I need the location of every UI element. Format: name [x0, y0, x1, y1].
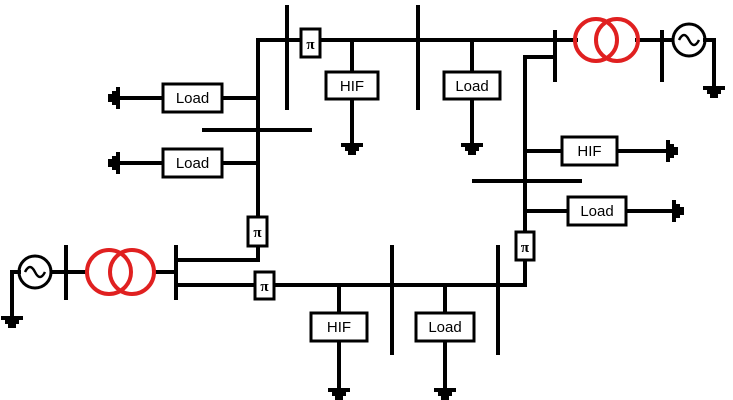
load-box: [161, 147, 224, 179]
ground-icon: [341, 143, 363, 155]
generator-top-right: [660, 22, 725, 98]
load-bottom: Load: [414, 283, 476, 400]
load-label: Load: [176, 90, 209, 107]
pi-box: [253, 270, 276, 301]
transformer-icon: [594, 17, 640, 63]
pi-box: [246, 215, 269, 248]
load-top: Load: [442, 38, 502, 155]
generator-ground-lead: [10, 270, 21, 320]
load-box: [566, 195, 628, 227]
load-right: Load: [523, 195, 684, 227]
hif-label: HIF: [340, 78, 364, 95]
sine-wave-icon: [23, 265, 47, 279]
transformer-bottom-left: [64, 248, 178, 296]
pi-box: [299, 27, 322, 59]
ground-icon: [108, 152, 120, 174]
generator-bottom-left: [1, 254, 68, 328]
pi-box: [514, 230, 536, 262]
load-label: Load: [580, 203, 613, 220]
pi-label: π: [521, 240, 530, 256]
pi-label: π: [306, 37, 315, 53]
hif-label: HIF: [577, 143, 601, 160]
pi-label: π: [253, 225, 262, 241]
transformer-icon: [85, 248, 133, 296]
hif-bottom: HIF: [309, 283, 369, 400]
load-box: [414, 311, 476, 343]
load-label: Load: [428, 319, 461, 336]
transformer-icon: [573, 17, 619, 63]
sine-wave-icon: [677, 33, 701, 47]
load-box: [161, 82, 224, 114]
load-box: [442, 70, 502, 101]
load-left-lower: Load: [108, 147, 260, 179]
pi-section-bottom: π: [253, 270, 276, 301]
hif-box: [324, 70, 380, 101]
ground-icon: [328, 388, 350, 400]
pi-section-right: π: [514, 230, 536, 262]
load-label: Load: [176, 155, 209, 172]
hif-right: HIF: [523, 135, 678, 167]
ground-icon: [434, 388, 456, 400]
ground-icon: [108, 87, 120, 109]
ground-icon: [672, 200, 684, 222]
hif-label: HIF: [327, 319, 351, 336]
transformer-icon: [108, 248, 156, 296]
hif-box: [560, 135, 619, 167]
bus-bars: [64, 5, 664, 355]
hif-box: [309, 311, 369, 343]
transformer-top-right: [553, 17, 664, 63]
ground-icon: [461, 143, 483, 155]
ground-icon: [1, 316, 23, 328]
pi-section-top: π: [299, 27, 322, 59]
load-label: Load: [455, 78, 488, 95]
hif-top: HIF: [324, 38, 380, 155]
pi-section-left: π: [246, 215, 269, 248]
pi-label: π: [260, 279, 269, 295]
ground-icon: [666, 140, 678, 162]
ground-icon: [703, 86, 725, 98]
generator-ground-lead: [703, 38, 716, 90]
load-left-upper: Load: [108, 82, 260, 114]
